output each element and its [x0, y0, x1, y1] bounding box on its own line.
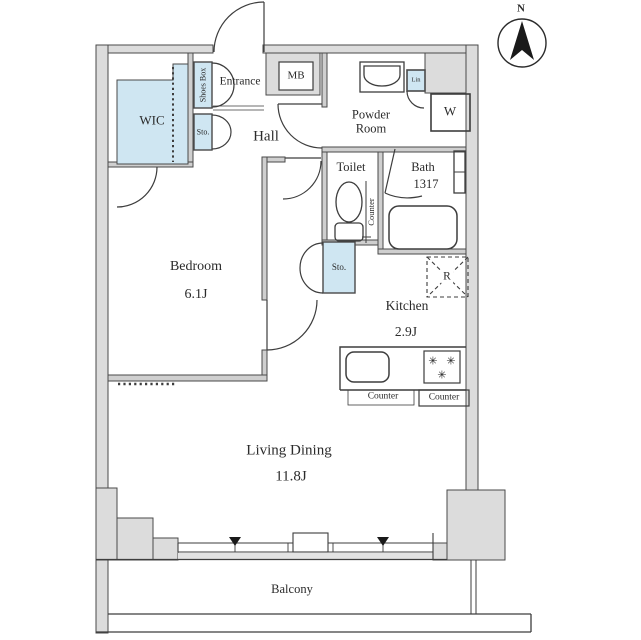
- window-ticks: [234, 543, 384, 552]
- pillar-bottom-right-tab: [432, 542, 448, 561]
- kitchen-sink: [345, 351, 390, 383]
- balcony-structure: [96, 558, 532, 633]
- wall-toilet-bath: [377, 147, 384, 255]
- room-label-hall-storage: Sto.: [196, 127, 210, 137]
- room-label-side-counter: Counter: [428, 392, 460, 403]
- room-label-bedroom-size: 6.1J: [184, 286, 208, 302]
- bathtub: [388, 205, 458, 250]
- room-label-entrance: Entrance: [219, 75, 261, 88]
- vanity-bowl: [363, 65, 401, 87]
- kitchen-counter-label-box: [347, 389, 415, 406]
- room-label-kitchen-counter: Counter: [367, 391, 399, 402]
- side-counter-label-box: [418, 389, 470, 407]
- wall-bedroom-right-upper: [261, 156, 268, 301]
- bedroom-door-arc: [266, 299, 318, 351]
- compass-arrow: [510, 21, 534, 60]
- room-label-washer: W: [443, 103, 457, 119]
- room-label-shoes-box: Shoes Box: [198, 67, 208, 103]
- wall-left: [95, 44, 109, 634]
- wall-wic-right: [187, 52, 194, 168]
- shoes-box-bifold-top: [211, 62, 235, 86]
- shoes-box-area: [193, 61, 213, 109]
- linen-cabinet: [406, 69, 426, 92]
- room-label-kitchen: Kitchen: [385, 298, 429, 314]
- room-label-bedroom: Bedroom: [169, 258, 223, 274]
- room-label-mb: MB: [287, 69, 305, 82]
- window-ends: [177, 533, 434, 559]
- room-label-living-dining-size: 11.8J: [275, 468, 307, 485]
- pillar-bottom-left-a: [95, 487, 118, 561]
- bath-door-arc: [384, 192, 423, 199]
- wall-top-right: [262, 44, 479, 54]
- refrigerator-box: [426, 256, 469, 298]
- window-sill-strip: [178, 553, 433, 559]
- washer-space: [430, 93, 471, 132]
- room-label-powder-room: Powder Room: [351, 107, 391, 136]
- hall-storage-bifold-top: [211, 114, 232, 133]
- hall-storage-bifold-bottom: [211, 131, 232, 150]
- windows-south: [177, 532, 434, 559]
- wall-top-left: [95, 44, 214, 54]
- room-label-bath-size: 1317: [413, 176, 439, 191]
- pillar-bottom-left-b: [116, 517, 154, 561]
- room-label-bath: Bath: [411, 159, 435, 174]
- compass-north-label: N: [517, 2, 525, 15]
- room-label-kitchen-size: 2.9J: [394, 324, 418, 340]
- toilet-counter-tick: [362, 232, 371, 242]
- room-label-kitchen-storage: Sto.: [331, 261, 347, 272]
- entrance-door-arc: [213, 1, 265, 53]
- kitchen-storage-bifold-bottom: [299, 267, 324, 294]
- linen-door-arc: [406, 90, 425, 109]
- stove-burner-icon: ✳: [446, 354, 456, 368]
- kitchen-storage-bifold-top: [299, 242, 324, 269]
- room-label-toilet-counter: Counter: [366, 198, 377, 226]
- hall-door-arc: [282, 160, 322, 200]
- balcony-divider: [470, 560, 477, 614]
- fixtures: [334, 61, 471, 407]
- hall-storage-area: [193, 113, 213, 151]
- room-label-wic: WIC: [139, 112, 165, 128]
- wall-hall-powder: [321, 52, 328, 108]
- window-triangle-left: [229, 537, 241, 546]
- stove: [423, 350, 461, 384]
- wall-bedroom-bottom: [107, 374, 268, 382]
- wic-door-arc: [116, 166, 158, 208]
- storage-areas: [116, 61, 426, 294]
- window-center-mullion: [292, 532, 329, 553]
- notch-top-right: [424, 52, 467, 94]
- wic-closet-area: [116, 63, 189, 165]
- doors: [116, 1, 425, 351]
- shoes-box-bifold-bottom: [211, 84, 235, 108]
- room-label-hall: Hall: [253, 128, 279, 145]
- room-label-balcony: Balcony: [271, 581, 313, 596]
- room-label-living-dining: Living Dining: [246, 442, 332, 459]
- room-label-linen: Lin: [411, 76, 421, 84]
- pillar-bottom-left-c: [152, 537, 179, 561]
- pillar-bottom-right: [446, 489, 506, 561]
- room-label-toilet: Toilet: [336, 159, 366, 174]
- stove-burner-icon: ✳: [428, 354, 438, 368]
- window-triangle-right: [377, 537, 389, 546]
- vanity-unit: [359, 61, 405, 93]
- wall-toilet-left: [321, 149, 328, 246]
- stove-burner-icon: ✳: [437, 368, 447, 382]
- room-label-refrigerator: R: [441, 270, 453, 284]
- meter-box-inner: [278, 61, 314, 91]
- toilet-tank: [334, 222, 364, 242]
- toilet-bowl: [335, 181, 363, 223]
- compass-north-icon: [497, 18, 547, 68]
- bath-door-leaf: [384, 148, 396, 194]
- powder-door-arc: [277, 103, 323, 149]
- kitchen-storage-area: [322, 241, 356, 294]
